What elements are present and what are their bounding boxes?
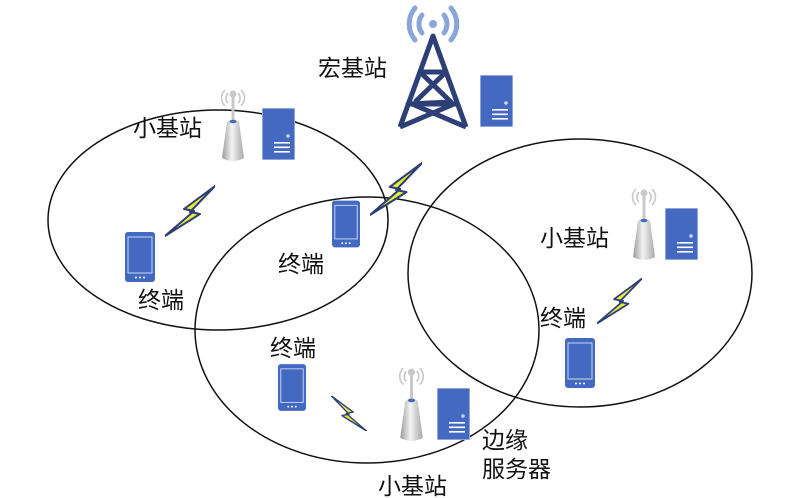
lightning-left-icon	[165, 184, 215, 238]
small-cell-right-icon	[631, 188, 657, 261]
macro-server-icon	[480, 75, 513, 127]
lightning-center-icon	[370, 161, 422, 217]
coverage-area-right	[407, 138, 753, 408]
small-station-left-label: 小基站	[133, 116, 202, 142]
terminal-center-label: 终端	[278, 252, 324, 278]
phone-bottom-icon	[278, 363, 306, 412]
small-station-bottom-label: 小基站	[378, 474, 447, 498]
edge-server-label-line2: 服务器	[482, 457, 551, 483]
coverage-area-left	[47, 109, 389, 331]
phone-left-icon	[125, 232, 155, 282]
edge-server-icon	[437, 388, 470, 440]
macro-tower-icon	[397, 5, 469, 130]
terminal-left-label: 终端	[138, 288, 184, 314]
small-cell-bottom-icon	[398, 367, 425, 442]
small-station-right-label: 小基站	[540, 226, 609, 252]
terminal-bottom-label: 终端	[270, 336, 316, 362]
lightning-right-icon	[597, 277, 642, 325]
lightning-bottom-icon	[330, 396, 368, 431]
server-right-icon	[665, 208, 698, 260]
server-left-icon	[262, 108, 295, 160]
terminal-right-label: 终端	[540, 306, 586, 332]
edge-server-label-line1: 边缘	[482, 428, 528, 454]
phone-center-icon	[332, 200, 360, 248]
small-cell-left-icon	[220, 89, 246, 162]
phone-right-icon	[565, 338, 595, 388]
macro-station-label: 宏基站	[318, 56, 387, 82]
coverage-area-bottom	[194, 196, 540, 464]
